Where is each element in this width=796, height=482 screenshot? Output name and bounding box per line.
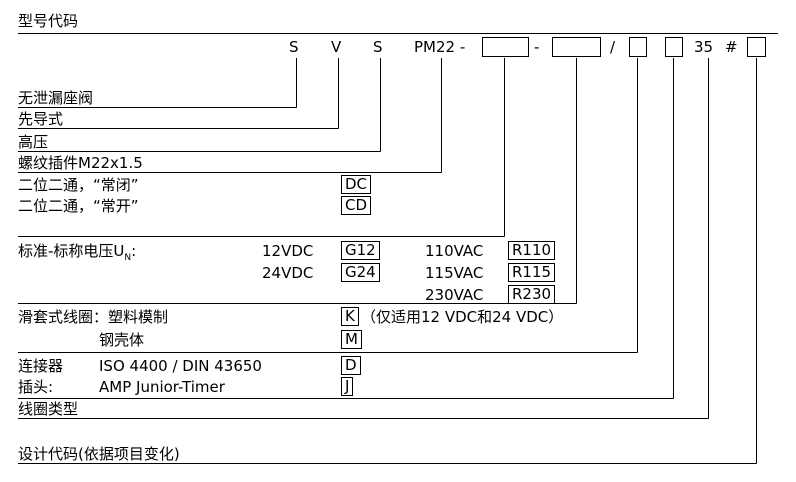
option-j: J bbox=[341, 377, 354, 396]
label-normally-closed: 二位二通，“常闭” bbox=[18, 176, 139, 194]
label-coil-type: 线圈类型 bbox=[18, 400, 79, 418]
code-v: V bbox=[331, 38, 342, 56]
option-g12: G12 bbox=[341, 241, 380, 260]
code-dash: - bbox=[534, 38, 540, 56]
voltage-24vdc: 24VDC bbox=[262, 264, 314, 282]
option-cd: CD bbox=[341, 196, 372, 215]
plug-type: AMP Junior-Timer bbox=[99, 378, 225, 396]
option-k-note: （仅适用12 VDC和24 VDC） bbox=[361, 308, 564, 326]
option-r230: R230 bbox=[508, 285, 556, 304]
function-code-box bbox=[482, 37, 529, 57]
code-s2: S bbox=[373, 38, 383, 56]
code-35: 35 bbox=[694, 38, 714, 56]
option-r110: R110 bbox=[508, 241, 556, 260]
voltage-12vdc: 12VDC bbox=[262, 242, 314, 260]
label-plug: 插头: bbox=[18, 378, 54, 396]
code-s1: S bbox=[289, 38, 299, 56]
label-leak-free-seat-valve: 无泄漏座阀 bbox=[18, 89, 94, 107]
label-steel-housing: 钢壳体 bbox=[99, 331, 145, 349]
code-pm22: PM22 - bbox=[414, 38, 466, 56]
connector-standard: ISO 4400 / DIN 43650 bbox=[99, 357, 262, 375]
label-connector: 连接器 bbox=[18, 357, 64, 375]
label-high-pressure: 高压 bbox=[18, 133, 49, 151]
option-d: D bbox=[341, 356, 361, 375]
option-r115: R115 bbox=[508, 263, 556, 282]
label-pilot-operated: 先导式 bbox=[18, 110, 64, 128]
code-slash: / bbox=[610, 38, 616, 56]
connector-code-box bbox=[665, 37, 683, 57]
design-code-box bbox=[747, 37, 766, 57]
option-g24: G24 bbox=[341, 263, 380, 282]
option-k: K bbox=[341, 307, 359, 326]
voltage-115vac: 115VAC bbox=[425, 264, 484, 282]
label-screw-in-cartridge: 螺纹插件M22x1.5 bbox=[18, 154, 143, 172]
code-hash: # bbox=[725, 38, 738, 56]
label-design-code: 设计代码(依据项目变化) bbox=[18, 445, 180, 463]
voltage-code-box bbox=[552, 37, 601, 57]
voltage-230vac: 230VAC bbox=[425, 286, 484, 304]
voltage-110vac: 110VAC bbox=[425, 242, 484, 260]
label-normally-open: 二位二通，“常开” bbox=[18, 197, 139, 215]
option-m: M bbox=[341, 330, 362, 349]
coil-code-box bbox=[629, 37, 647, 57]
label-sleeve-coil-plastic: 滑套式线圈：塑料模制 bbox=[18, 308, 169, 326]
diagram-title: 型号代码 bbox=[18, 12, 79, 30]
option-dc: DC bbox=[341, 175, 372, 194]
label-nominal-voltage: 标准-标称电压UN: bbox=[18, 242, 137, 263]
